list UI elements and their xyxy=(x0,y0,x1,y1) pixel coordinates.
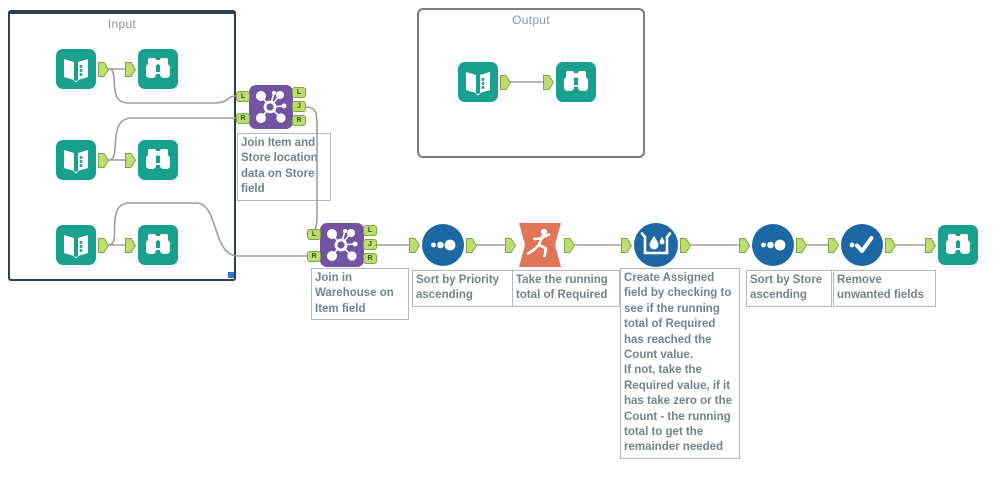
sort-tool-priority[interactable] xyxy=(409,224,477,266)
annotation-join-store[interactable]: Join Item and Store location data on Sto… xyxy=(237,133,331,201)
input-anchor[interactable] xyxy=(621,237,632,253)
formula-tool[interactable] xyxy=(621,223,691,267)
output-anchor[interactable] xyxy=(796,237,807,253)
input-anchor[interactable] xyxy=(739,237,750,253)
select-tool[interactable] xyxy=(828,224,896,266)
browse-tool-2[interactable] xyxy=(125,140,178,180)
join-right-anchor-J[interactable]: J xyxy=(292,101,306,112)
input-data-tool-2[interactable] xyxy=(56,140,109,180)
browse-tool-output[interactable] xyxy=(543,62,596,102)
container-output[interactable]: Output xyxy=(417,8,645,158)
browse-tool-1[interactable] xyxy=(125,49,178,89)
join-network-icon xyxy=(249,85,293,129)
output-anchor[interactable] xyxy=(98,61,109,77)
annotation-formula[interactable]: Create Assigned field by checking to see… xyxy=(620,268,740,459)
book-icon xyxy=(458,62,498,102)
input-anchor[interactable] xyxy=(543,74,554,90)
running-man-icon xyxy=(519,223,561,267)
container-input[interactable]: Input xyxy=(8,10,236,281)
input-anchor[interactable] xyxy=(409,237,420,253)
annotation-sort-priority[interactable]: Sort by Priority ascending xyxy=(412,270,514,307)
annotation-select[interactable]: Remove unwanted fields xyxy=(833,270,936,307)
beaker-drops-icon xyxy=(634,223,678,267)
output-anchor[interactable] xyxy=(500,74,511,90)
output-anchor[interactable] xyxy=(98,237,109,253)
annotation-sort-store[interactable]: Sort by Store ascending xyxy=(746,270,832,307)
input-anchor[interactable] xyxy=(505,237,516,253)
output-anchor[interactable] xyxy=(680,237,691,253)
join-right-anchor-R[interactable]: R xyxy=(292,115,306,126)
input-anchor[interactable] xyxy=(828,237,839,253)
container-input-title: Input xyxy=(107,17,137,31)
running-total-tool[interactable] xyxy=(505,222,575,268)
join-right-anchor-R[interactable]: R xyxy=(363,253,377,264)
input-data-tool-output[interactable] xyxy=(458,62,511,102)
binoculars-icon xyxy=(138,140,178,180)
input-anchor[interactable] xyxy=(925,237,936,253)
sort-tool-store[interactable] xyxy=(739,224,807,266)
container-output-title: Output xyxy=(512,13,550,27)
container-resize-handle[interactable] xyxy=(228,272,234,278)
binoculars-icon xyxy=(938,225,978,265)
binoculars-icon xyxy=(138,225,178,265)
join-right-anchor-L[interactable]: L xyxy=(363,225,377,236)
browse-tool-3[interactable] xyxy=(125,225,178,265)
annotation-running-total[interactable]: Take the running total of Required xyxy=(512,270,620,307)
annotation-join-warehouse[interactable]: Join in Warehouse on Item field xyxy=(311,268,409,321)
join-left-anchor-L[interactable]: L xyxy=(307,229,321,240)
join-tool-store[interactable]: L R L J R xyxy=(236,85,306,129)
join-right-anchor-J[interactable]: J xyxy=(363,239,377,250)
output-anchor[interactable] xyxy=(564,237,575,253)
output-anchor[interactable] xyxy=(885,237,896,253)
output-anchor[interactable] xyxy=(98,152,109,168)
join-tool-warehouse[interactable]: L R L J R xyxy=(307,223,377,267)
book-icon xyxy=(56,49,96,89)
input-anchor[interactable] xyxy=(125,61,136,77)
input-anchor[interactable] xyxy=(125,237,136,253)
join-left-anchor-R[interactable]: R xyxy=(236,113,250,124)
dots-icon xyxy=(752,224,794,266)
dots-icon xyxy=(422,224,464,266)
input-anchor[interactable] xyxy=(125,152,136,168)
checkmark-icon xyxy=(841,224,883,266)
binoculars-icon xyxy=(556,62,596,102)
binoculars-icon xyxy=(138,49,178,89)
input-data-tool-1[interactable] xyxy=(56,49,109,89)
join-left-anchor-R[interactable]: R xyxy=(307,251,321,262)
book-icon xyxy=(56,225,96,265)
join-left-anchor-L[interactable]: L xyxy=(236,91,250,102)
join-right-anchor-L[interactable]: L xyxy=(292,87,306,98)
book-icon xyxy=(56,140,96,180)
browse-tool-final[interactable] xyxy=(925,225,978,265)
join-network-icon xyxy=(320,223,364,267)
input-data-tool-3[interactable] xyxy=(56,225,109,265)
output-anchor[interactable] xyxy=(466,237,477,253)
